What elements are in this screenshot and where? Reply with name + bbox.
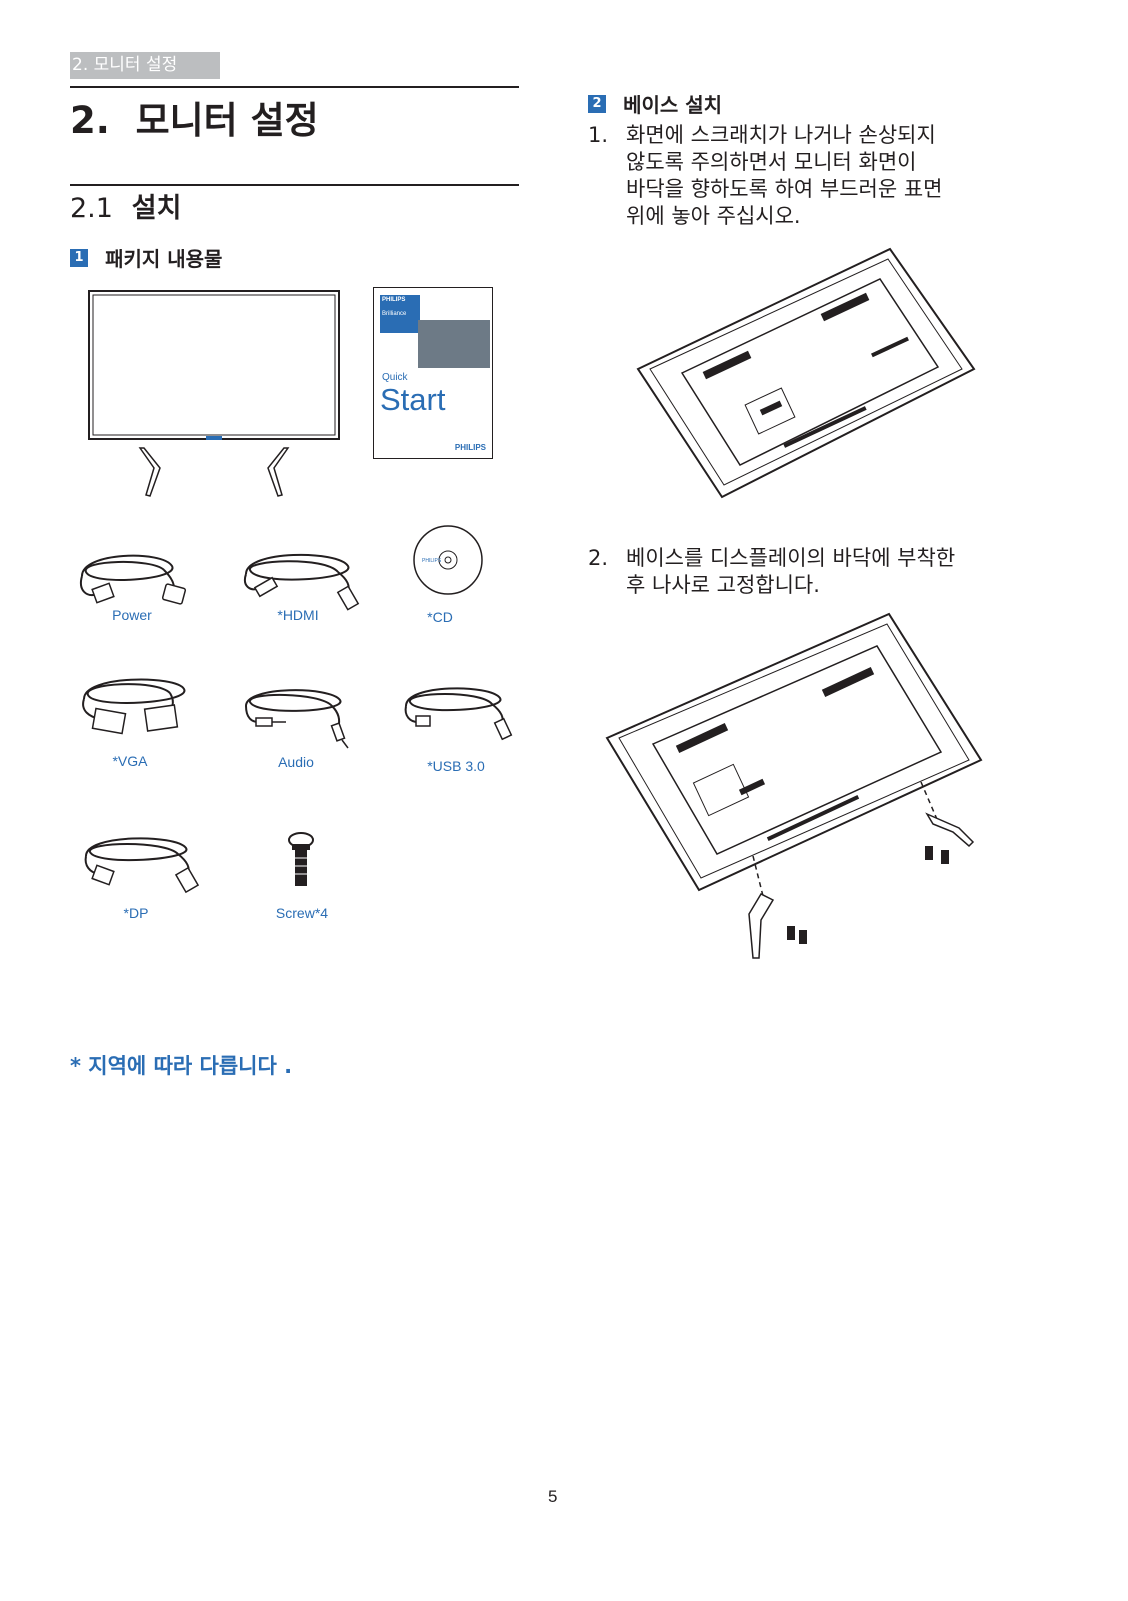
section-rule xyxy=(70,184,519,186)
cd-icon: PHILIPS xyxy=(413,525,483,595)
page-title: 2. 모니터 설정 xyxy=(70,99,319,142)
step-2: 2. 베이스를 디스플레이의 바닥에 부착한 후 나사로 고정합니다. xyxy=(588,546,956,597)
dp-cable-icon xyxy=(84,837,200,894)
step-1: 1. 화면에 스크래치가 나거나 손상되지 않도록 주의하면서 모니터 화면이 … xyxy=(588,123,943,228)
cd-label: *CD xyxy=(427,609,453,625)
screw-label: Screw*4 xyxy=(275,905,329,921)
header-tab: 2. 모니터 설정 xyxy=(70,52,220,79)
dp-label: *DP xyxy=(123,905,149,921)
monitor-back-illustration xyxy=(636,247,976,499)
quick-start-guide: PHILIPS Brilliance Quick Start PHILIPS xyxy=(373,287,493,459)
screw-icon xyxy=(288,832,314,886)
package-heading: 1 패키지 내용물 xyxy=(70,243,222,272)
guide-start: Start xyxy=(380,382,446,417)
guide-brand: PHILIPS xyxy=(382,297,406,303)
power-cable-icon xyxy=(80,554,187,605)
region-note: * 지역에 따라 다릅니다 . xyxy=(70,1054,293,1078)
base-attach-illustration xyxy=(605,612,983,959)
badge-2: 2 xyxy=(588,94,606,113)
usb-label: *USB 3.0 xyxy=(427,758,485,774)
hdmi-cable-icon xyxy=(244,553,360,611)
title-rule xyxy=(70,86,519,88)
audio-label: Audio xyxy=(278,754,314,770)
guide-quick: Quick xyxy=(382,372,408,383)
guide-series: Brilliance xyxy=(382,311,407,317)
power-label: Power xyxy=(112,607,152,623)
base-install-heading: 2 베이스 설치 xyxy=(588,89,722,118)
vga-cable-icon xyxy=(82,678,186,735)
section-title: 2.1 설치 xyxy=(70,193,182,224)
page-number: 5 xyxy=(548,1487,558,1506)
guide-brand-bottom: PHILIPS xyxy=(454,443,486,452)
badge-1: 1 xyxy=(70,248,88,267)
audio-cable-icon xyxy=(245,689,349,749)
monitor-illustration xyxy=(88,290,340,497)
cd-brand: PHILIPS xyxy=(422,558,442,564)
usb-cable-icon xyxy=(404,687,513,741)
hdmi-label: *HDMI xyxy=(277,607,319,623)
vga-label: *VGA xyxy=(112,753,148,769)
